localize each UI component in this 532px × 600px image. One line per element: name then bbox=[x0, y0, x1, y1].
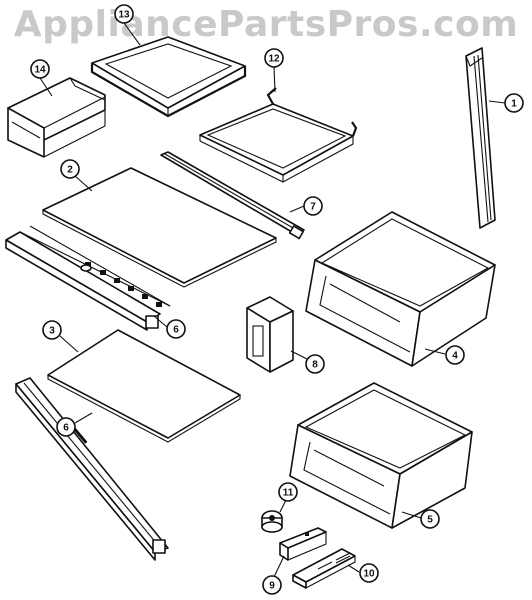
callout-12: 12 bbox=[264, 48, 284, 68]
part-1-shelf-rail bbox=[465, 47, 496, 229]
svg-text:4: 4 bbox=[452, 351, 458, 362]
part-10-vent-cover bbox=[292, 548, 356, 589]
part-5-crisper-drawer bbox=[289, 382, 473, 529]
callout-6-upper: 6 bbox=[166, 319, 186, 339]
part-9-slide-plate bbox=[279, 527, 327, 561]
callout-7: 7 bbox=[303, 196, 323, 216]
svg-text:5: 5 bbox=[427, 515, 433, 526]
svg-text:1: 1 bbox=[511, 99, 517, 110]
svg-text:6: 6 bbox=[173, 325, 179, 336]
callout-8: 8 bbox=[305, 354, 325, 374]
svg-text:8: 8 bbox=[312, 360, 318, 371]
svg-text:13: 13 bbox=[118, 10, 130, 21]
part-2-glass-shelf bbox=[42, 167, 277, 288]
svg-text:10: 10 bbox=[363, 569, 375, 580]
svg-text:9: 9 bbox=[269, 581, 275, 592]
part-12-hanging-shelf bbox=[199, 87, 358, 183]
part-3-glass-shelf bbox=[47, 329, 241, 443]
callout-1: 1 bbox=[504, 93, 524, 113]
callout-14: 14 bbox=[30, 59, 50, 79]
part-7-shelf-trim bbox=[160, 151, 305, 240]
part-13-frame-shelf bbox=[90, 36, 247, 118]
callout-4: 4 bbox=[445, 345, 465, 365]
svg-text:6: 6 bbox=[63, 423, 69, 434]
svg-text:2: 2 bbox=[67, 165, 73, 176]
callout-3: 3 bbox=[42, 320, 62, 340]
part-4-crisper-drawer bbox=[305, 211, 496, 367]
callout-13: 13 bbox=[114, 4, 134, 24]
callout-10: 10 bbox=[359, 563, 379, 583]
callout-11: 11 bbox=[278, 482, 298, 502]
part-6-lower-shelf-trim bbox=[15, 377, 169, 561]
part-6-upper-shelf-trim bbox=[5, 225, 171, 331]
svg-text:12: 12 bbox=[268, 54, 280, 65]
callout-6-lower: 6 bbox=[56, 417, 76, 437]
watermark-text: AppliancePartsPros.com bbox=[13, 4, 519, 45]
part-14-door-bin bbox=[7, 77, 106, 158]
svg-text:14: 14 bbox=[34, 65, 46, 76]
callout-9: 9 bbox=[262, 575, 282, 595]
svg-text:3: 3 bbox=[49, 326, 55, 337]
svg-text:11: 11 bbox=[283, 488, 294, 499]
part-11-control-knob bbox=[261, 510, 283, 533]
callout-5: 5 bbox=[420, 509, 440, 529]
part-8-bracket bbox=[246, 296, 294, 373]
callout-2: 2 bbox=[60, 159, 80, 179]
svg-text:7: 7 bbox=[310, 202, 316, 213]
